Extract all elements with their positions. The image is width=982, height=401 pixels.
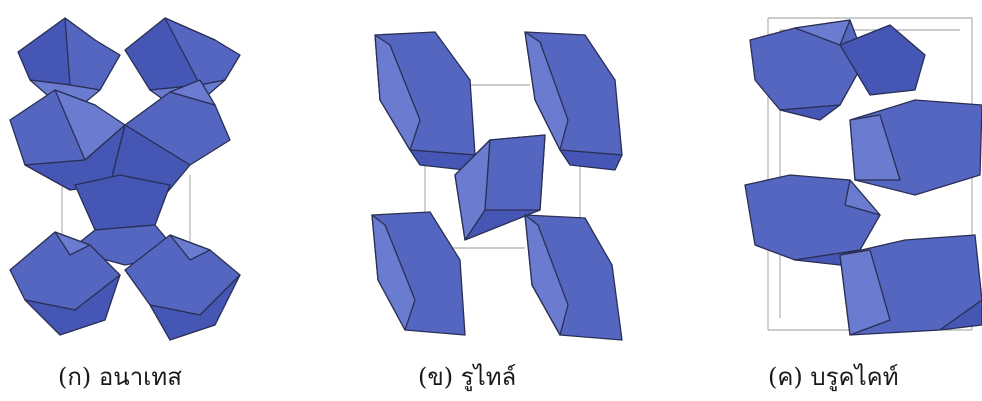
octahedron — [454, 134, 546, 241]
octahedron — [124, 234, 241, 341]
panel-brookite: (ค) บรูคไคท์ — [740, 0, 982, 401]
caption-rutile: (ข) รูไทล์ — [418, 363, 517, 391]
octahedron — [849, 99, 982, 196]
octahedron — [9, 89, 126, 191]
octahedron — [374, 31, 476, 171]
rutile-structure-diagram — [371, 31, 623, 341]
caption-brookite: (ค) บรูคไคท์ — [768, 363, 899, 391]
octahedron — [524, 31, 623, 171]
octahedron — [524, 214, 623, 341]
panel-rutile: (ข) รูไทล์ — [350, 0, 630, 401]
octahedron — [839, 24, 926, 96]
octahedron — [124, 17, 241, 116]
anatase-structure-diagram — [9, 17, 241, 341]
octahedron — [749, 19, 866, 121]
panel-anatase: (ก) อนาเทส — [0, 0, 250, 401]
octahedron — [839, 234, 982, 336]
octahedron — [9, 231, 121, 336]
caption-anatase: (ก) อนาเทส — [58, 363, 182, 391]
brookite-structure-diagram — [744, 17, 982, 336]
octahedron — [744, 174, 881, 266]
octahedron — [371, 211, 466, 336]
